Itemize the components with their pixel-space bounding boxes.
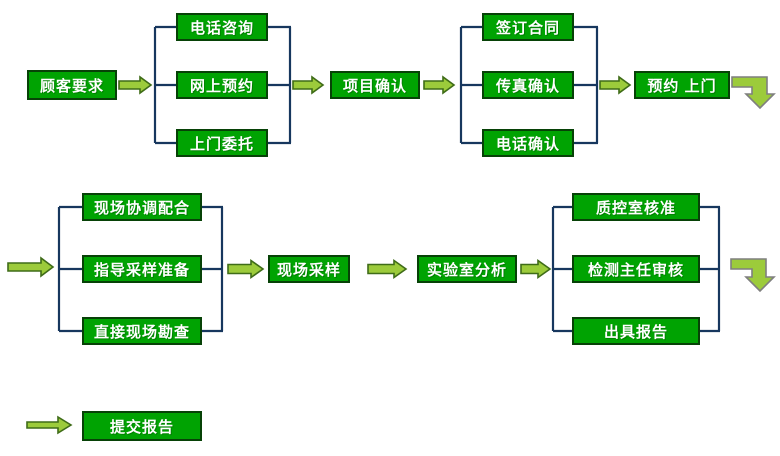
arrow-right-icon xyxy=(367,258,408,280)
arrow-right-icon xyxy=(227,258,265,280)
bracket-group-2 xyxy=(459,25,599,145)
node-phone-consult: 电话咨询 xyxy=(176,13,268,41)
node-appointment-visit: 预约 上门 xyxy=(634,71,730,99)
arrow-right-icon xyxy=(599,75,632,95)
node-sign-contract: 签订合同 xyxy=(482,13,574,41)
bent-arrow-down-icon xyxy=(731,76,776,110)
node-qc-room-approval: 质控室核准 xyxy=(572,193,700,221)
node-issue-report: 出具报告 xyxy=(572,317,700,345)
node-direct-site-survey: 直接现场勘查 xyxy=(82,317,202,345)
bracket-group-1 xyxy=(153,25,292,145)
node-site-coordination: 现场协调配合 xyxy=(82,193,202,221)
node-test-director-review: 检测主任审核 xyxy=(572,255,700,283)
node-submit-report: 提交报告 xyxy=(82,411,202,441)
node-project-confirm: 项目确认 xyxy=(330,71,420,99)
bent-arrow-down-icon xyxy=(730,258,776,293)
arrow-right-icon xyxy=(292,75,325,95)
arrow-right-icon xyxy=(520,258,552,280)
node-fax-confirm: 传真确认 xyxy=(482,71,574,99)
bracket-group-3 xyxy=(57,205,224,333)
node-door-entrust: 上门委托 xyxy=(176,129,268,157)
node-lab-analysis: 实验室分析 xyxy=(417,255,517,283)
node-phone-confirm: 电话确认 xyxy=(482,129,574,157)
node-customer-request: 顾客要求 xyxy=(27,70,117,100)
bracket-group-4 xyxy=(551,205,721,333)
arrow-right-icon xyxy=(7,256,55,278)
arrow-right-icon xyxy=(423,75,456,95)
node-guide-sampling-prep: 指导采样准备 xyxy=(82,255,202,283)
arrow-right-icon xyxy=(26,415,73,435)
node-online-booking: 网上预约 xyxy=(176,71,268,99)
arrow-right-icon xyxy=(118,75,153,95)
node-site-sampling: 现场采样 xyxy=(268,255,350,283)
